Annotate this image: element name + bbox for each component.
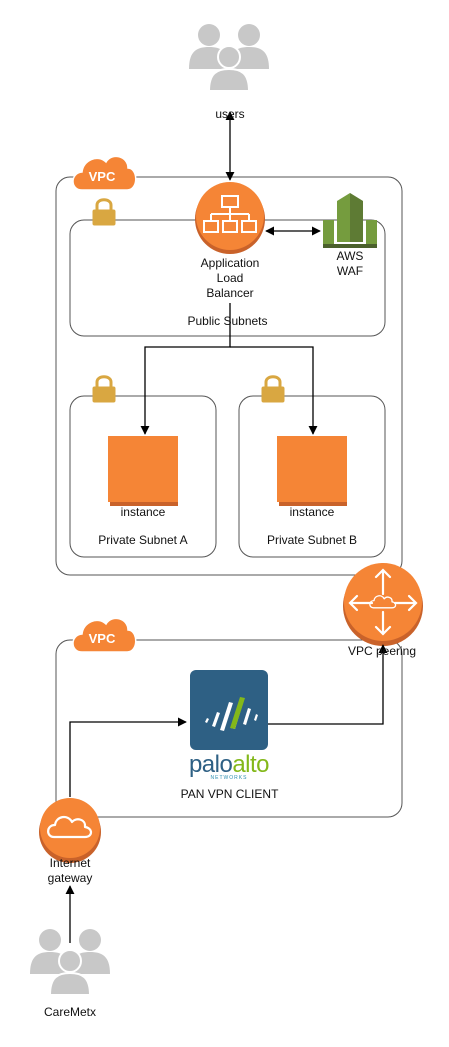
public-subnet-lock-icon [91,198,117,227]
private-subnet-a-box [69,395,217,558]
edge-pan-peering [268,644,388,725]
private-subnet-a-lock-icon [91,375,117,404]
waf-icon [323,193,377,248]
bottom-vpc-container [55,639,403,818]
instance-b-icon [277,436,347,506]
users-icon [189,24,269,92]
load-balancer-icon [195,182,265,254]
vpc-peering-icon [343,563,423,646]
top-vpc-cloud-icon [72,155,137,191]
edge-alb-instances [140,303,318,435]
private-subnet-b-box [238,395,386,558]
instance-a-icon [108,436,178,506]
bottom-vpc-cloud-icon [72,617,137,653]
internet-gateway-icon [39,798,101,863]
private-subnet-b-lock-icon [260,375,286,404]
edge-gateway-pan [69,717,187,797]
palo-alto-icon [190,670,268,750]
